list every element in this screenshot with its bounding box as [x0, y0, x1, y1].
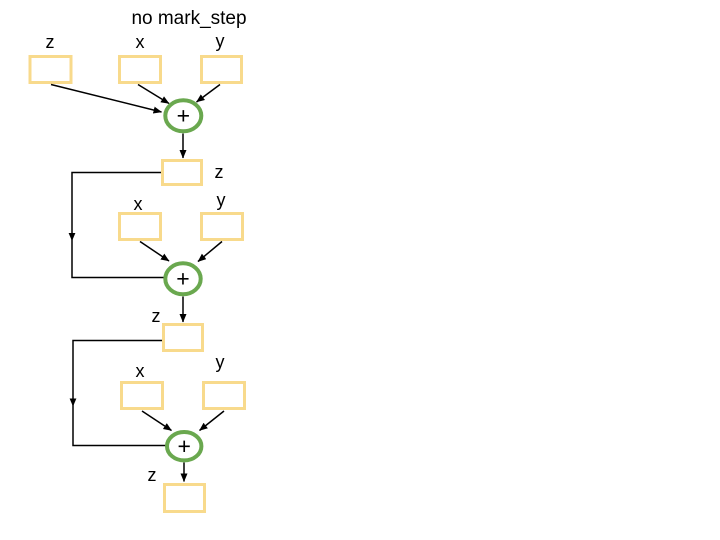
arrow-y-to-add-stage2 [197, 240, 223, 263]
variable-box-z-output-stage3 [163, 483, 206, 513]
arrow-x-to-add-stage1 [137, 83, 170, 105]
arrow-z-to-add-stage1 [50, 83, 162, 114]
arrow-x-to-add-stage3 [141, 410, 172, 432]
plus-operator-icon: + [177, 103, 190, 129]
variable-box-z-output-stage2 [162, 323, 204, 352]
add-op-circle-stage1 [163, 98, 204, 134]
feedback-arrowhead-stage2 [68, 233, 76, 241]
arrow-x-to-add-stage2 [139, 240, 170, 262]
label-input-x-stage3: x [136, 361, 145, 381]
arrow-y-to-add-stage3 [199, 410, 225, 432]
variable-box-y-stage2 [200, 212, 244, 241]
label-output-z-stage1: z [215, 162, 224, 182]
add-op-circle-stage3 [165, 430, 204, 463]
plus-operator-icon: + [177, 433, 190, 459]
label-input-z-stage1: z [46, 32, 55, 52]
label-input-x-stage2: x [134, 194, 143, 214]
variable-box-x-stage1 [118, 55, 162, 84]
feedback-connector-stage2 [71, 171, 164, 279]
variable-box-x-stage3 [120, 381, 164, 410]
label-output-z-stage2: z [152, 306, 161, 326]
feedback-connector-stage3 [72, 339, 166, 447]
plus-operator-icon: + [176, 266, 189, 292]
variable-box-z-stage1 [28, 55, 73, 84]
diagram-title: no mark_step [131, 8, 246, 29]
label-input-y-stage1: y [216, 31, 225, 51]
label-input-y-stage3: y [216, 352, 225, 372]
label-input-x-stage1: x [136, 32, 145, 52]
label-input-y-stage2: y [217, 190, 226, 210]
add-op-circle-stage2 [163, 261, 203, 297]
variable-box-z-output-stage1 [161, 159, 203, 186]
label-output-z-stage3: z [148, 465, 157, 485]
feedback-arrowhead-stage3 [69, 398, 77, 407]
arrow-y-to-add-stage1 [196, 83, 221, 103]
variable-box-y-stage1 [200, 55, 243, 84]
variable-box-y-stage3 [202, 381, 246, 410]
variable-box-x-stage2 [118, 212, 162, 241]
